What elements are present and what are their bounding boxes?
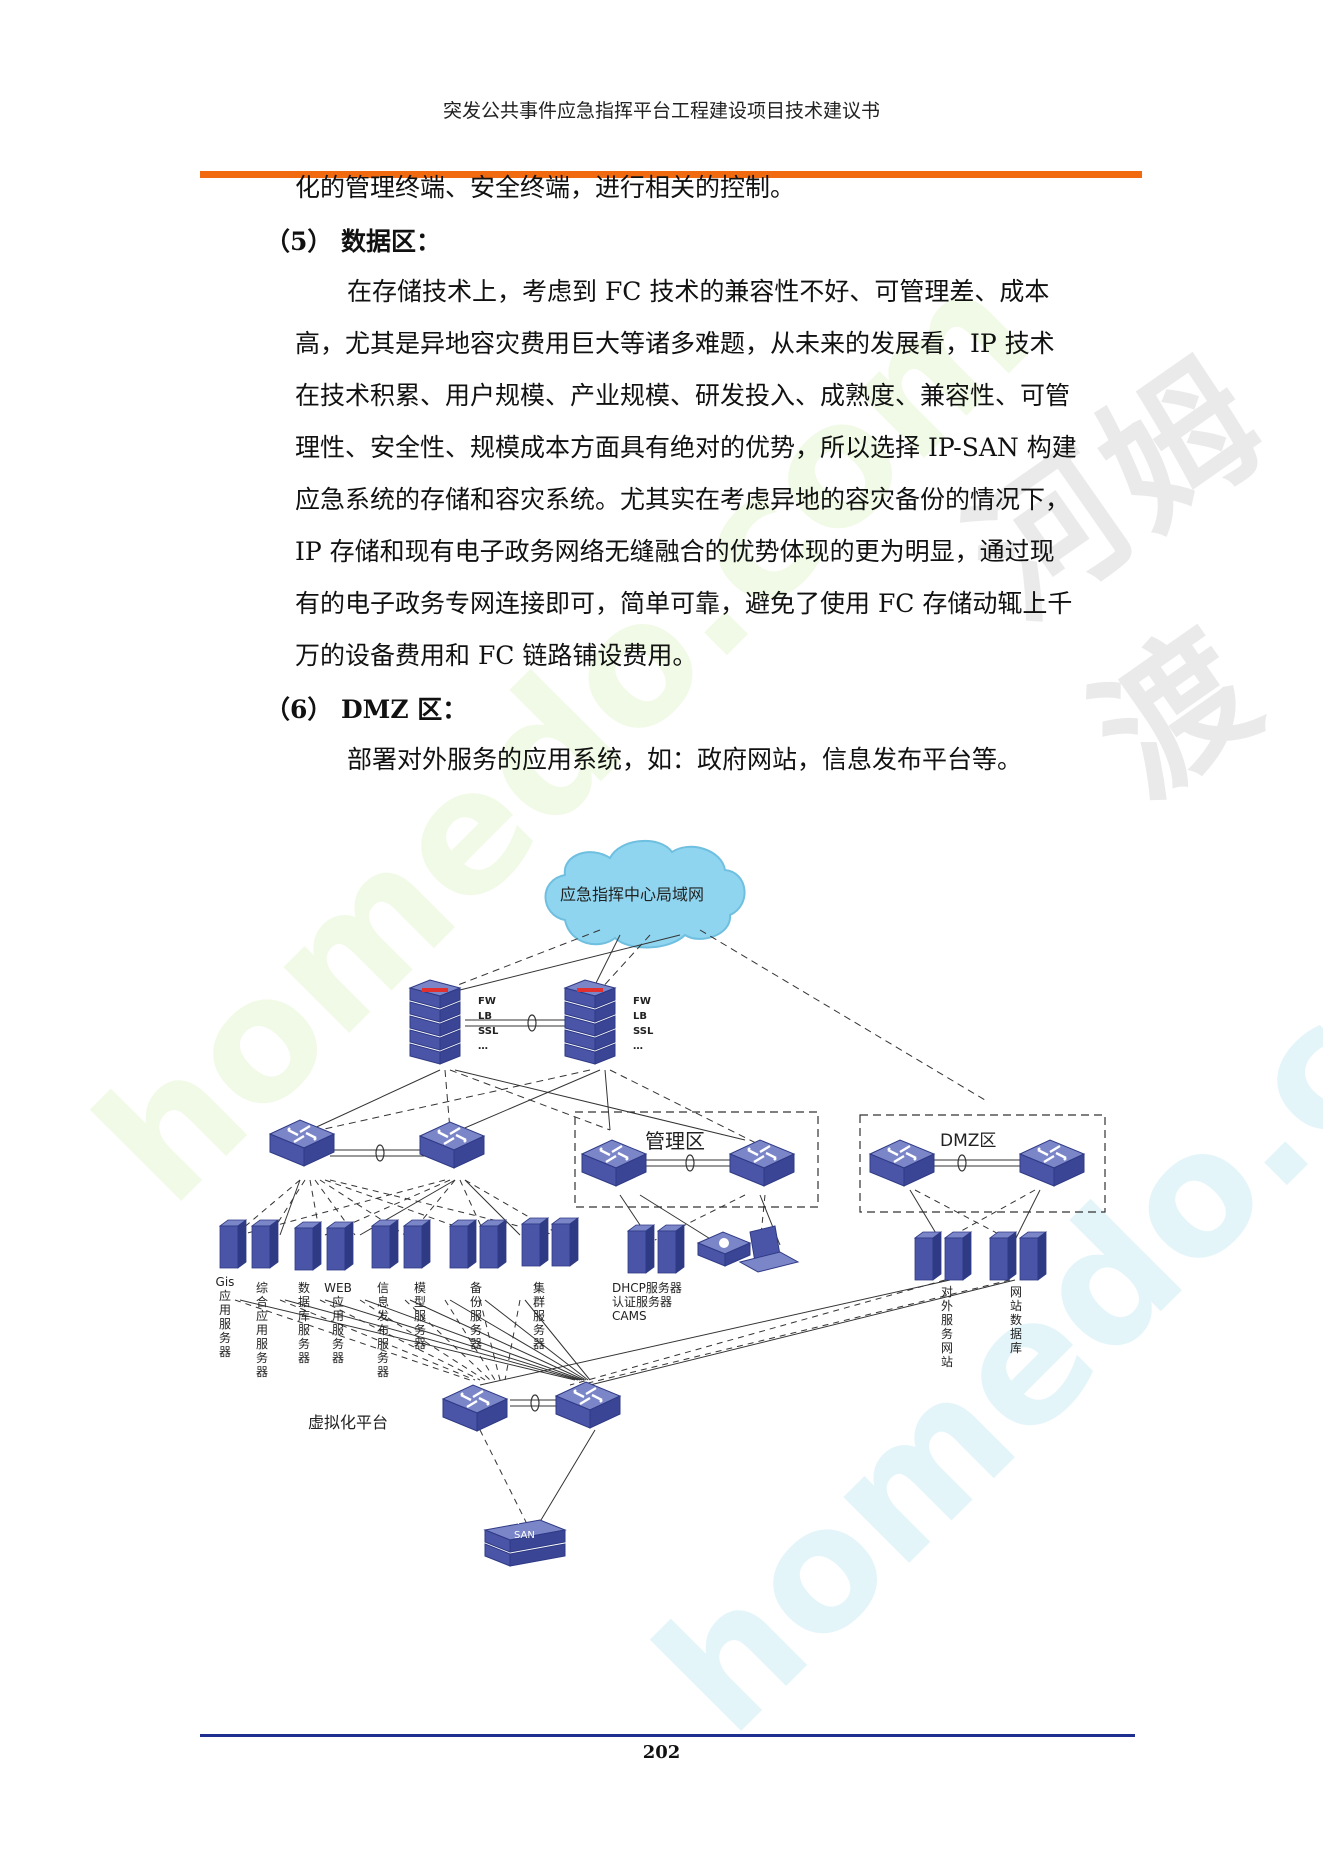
- dmz-zone-box: [859, 1114, 1106, 1213]
- server-vertical-label: 备份服务器: [470, 1281, 482, 1351]
- section-title: DMZ 区：: [341, 695, 468, 724]
- server-vertical-label: 数据库服务器: [298, 1280, 310, 1365]
- server-group-icon: [449, 1219, 507, 1269]
- server-group-icon: [521, 1217, 579, 1267]
- paragraph-line: 高，尤其是异地容灾费用巨大等诸多难题，从未来的发展看，IP 技术: [295, 329, 1055, 358]
- mgmt-switch-icon: [580, 1138, 648, 1188]
- management-zone-box: [574, 1111, 819, 1208]
- svg-text:LB: LB: [633, 1011, 647, 1022]
- dmz-server-group-icon: [989, 1231, 1047, 1281]
- section-heading-5: （5） 数据区：: [265, 222, 441, 258]
- paragraph-line: 部署对外服务的应用系统，如：政府网站，信息发布平台等。: [347, 745, 1023, 774]
- server-group-icon: [294, 1221, 354, 1271]
- firewall-labels-left: FW LB SSL …: [478, 996, 499, 1052]
- virtual-platform-label: 虚拟化平台: [308, 1413, 388, 1432]
- paragraph-storage: 在存储技术上，考虑到 FC 技术的兼容性不好、可管理差、成本 高，尤其是异地容灾…: [295, 266, 1125, 682]
- dmz-zone-label: DMZ区: [940, 1131, 996, 1151]
- page-header: 突发公共事件应急指挥平台工程建设项目技术建议书: [442, 100, 880, 122]
- server-group-icon: [371, 1219, 431, 1269]
- server-vertical-label: 对外服务网站: [941, 1285, 953, 1369]
- storage-label: SAN: [514, 1530, 535, 1541]
- section-heading-6: （6） DMZ 区：: [265, 690, 467, 726]
- server-vertical-label: 信息发布服务器: [377, 1281, 389, 1379]
- paragraph-line: 理性、安全性、规模成本方面具有绝对的优势，所以选择 IP-SAN 构建: [295, 433, 1077, 462]
- paragraph-line: 万的设备费用和 FC 链路铺设费用。: [295, 641, 698, 670]
- paragraph-line: IP 存储和现有电子政务网络无缝融合的优势体现的更为明显，通过现: [295, 537, 1055, 566]
- svg-text:LB: LB: [478, 1011, 492, 1022]
- mgmt-switch-icon: [728, 1138, 796, 1188]
- connection-lines: [234, 929, 1041, 1531]
- paragraph-line: 有的电子政务专网连接即可，简单可靠，避免了使用 FC 存储动辄上千: [295, 589, 1073, 618]
- virtual-switch-icon: [441, 1383, 509, 1433]
- server-group-icon: [219, 1219, 279, 1269]
- svg-text:SSL: SSL: [633, 1026, 654, 1037]
- firewall-cluster-icon: [408, 978, 462, 1066]
- mgmt-device-label: DHCP服务器: [612, 1280, 682, 1295]
- management-zone-label: 管理区: [645, 1129, 705, 1153]
- server-vertical-label: 网站数据库: [1010, 1285, 1022, 1355]
- section-number: （6）: [265, 695, 333, 724]
- section-number: （5）: [265, 227, 333, 256]
- server-vertical-label: 综合应用服务器: [256, 1281, 268, 1379]
- mgmt-device-label: CAMS: [612, 1309, 647, 1323]
- footer-rule: [200, 1734, 1135, 1737]
- paragraph-line: 在技术积累、用户规模、产业规模、研发投入、成熟度、兼容性、可管: [295, 381, 1071, 410]
- section-title: 数据区：: [341, 227, 442, 256]
- paragraph-line: 在存储技术上，考虑到 FC 技术的兼容性不好、可管理差、成本: [347, 277, 1050, 306]
- server-vertical-label: 集群服务器: [533, 1280, 545, 1351]
- dmz-switch-icon: [868, 1138, 936, 1188]
- paragraph-dmz: 部署对外服务的应用系统，如：政府网站，信息发布平台等。: [295, 734, 1125, 786]
- cloud-label: 应急指挥中心局域网: [560, 885, 704, 904]
- mgmt-server-group-icon: [627, 1224, 685, 1274]
- virtual-switch-icon: [554, 1380, 622, 1430]
- svg-text:…: …: [633, 1041, 643, 1052]
- core-switch-icon: [268, 1118, 336, 1168]
- paragraph-line: 应急系统的存储和容灾系统。尤其实在考虑异地的容灾备份的情况下，: [295, 485, 1071, 514]
- dmz-server-group-icon: [914, 1231, 972, 1281]
- storage-label: IP: [514, 1516, 523, 1527]
- mgmt-device-label: 认证服务器: [612, 1294, 672, 1309]
- svg-text:…: …: [478, 1041, 488, 1052]
- ip-san-storage-icon: [483, 1519, 567, 1567]
- firewall-cluster-icon: [563, 978, 617, 1066]
- svg-text:SSL: SSL: [478, 1026, 499, 1037]
- carry-over-line: 化的管理终端、安全终端，进行相关的控制。: [295, 173, 796, 202]
- link-aggregation-marks: [375, 1014, 967, 1412]
- router-icon: [696, 1231, 752, 1267]
- header-rule: [200, 171, 1142, 178]
- page-number: 202: [642, 1742, 681, 1763]
- pc-terminal-icon: [738, 1225, 800, 1273]
- svg-text:FW: FW: [633, 996, 651, 1007]
- server-vertical-label: 模型服务器: [414, 1281, 426, 1351]
- core-switch-icon: [418, 1120, 486, 1170]
- dmz-switch-icon: [1018, 1138, 1086, 1188]
- firewall-labels-right: FW LB SSL …: [633, 996, 654, 1052]
- svg-text:FW: FW: [478, 996, 496, 1007]
